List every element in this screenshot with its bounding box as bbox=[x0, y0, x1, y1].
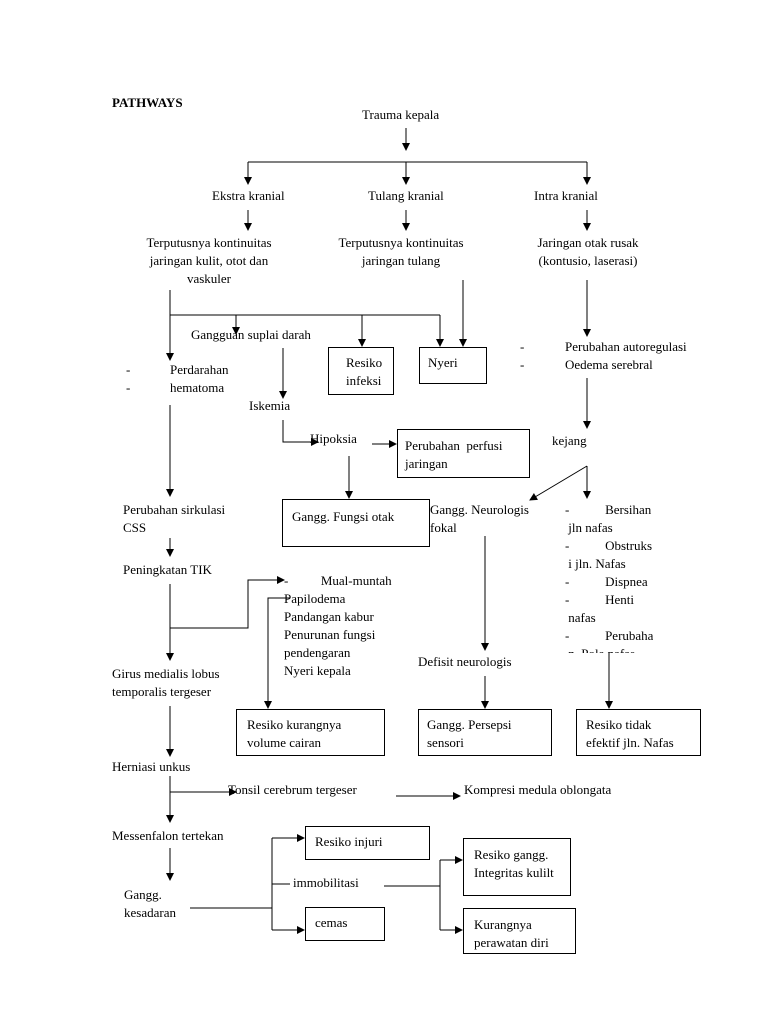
node-fungsi-otak: Gangg. Fungsi otak bbox=[292, 509, 395, 524]
node-integritas: Resiko gangg. Integritas kulilt bbox=[474, 847, 554, 880]
resiko-cairan-box bbox=[236, 709, 385, 756]
node-perdarahan: Perdarahan hematoma bbox=[170, 362, 229, 395]
node-kejang: kejang bbox=[552, 433, 587, 448]
node-resiko-infeksi: Resiko infeksi bbox=[346, 355, 383, 388]
node-kompresi: Kompresi medula oblongata bbox=[464, 782, 612, 797]
node-neurologis-fokal: Gangg. Neurologis fokal bbox=[430, 502, 529, 535]
node-perfusi: Perubahan perfusi jaringan bbox=[405, 438, 503, 471]
node-trauma: Trauma kepala bbox=[362, 107, 440, 122]
resiko-infeksi-box bbox=[328, 347, 394, 395]
node-jln-nafas: Resiko tidak efektif jln. Nafas bbox=[586, 717, 674, 750]
node-cemas: cemas bbox=[315, 915, 348, 930]
persepsi-box bbox=[418, 709, 552, 756]
node-persepsi: Gangg. Persepsi sensori bbox=[427, 717, 512, 750]
edge bbox=[169, 576, 285, 629]
node-immobilitasi: immobilitasi bbox=[293, 875, 359, 890]
cemas-box bbox=[305, 907, 385, 941]
node-tik-signs: - Mual-muntah Papilodema Pandangan kabur… bbox=[284, 573, 392, 678]
node-gangguan-suplai: Gangguan suplai darah bbox=[191, 327, 311, 342]
resiko-injuri-box bbox=[305, 826, 430, 860]
node-perawatan: Kurangnya perawatan diri bbox=[474, 917, 549, 950]
node-intra-desc: Jaringan otak rusak (kontusio, laserasi) bbox=[537, 235, 639, 268]
node-resiko-cairan: Resiko kurangnya volume cairan bbox=[247, 717, 342, 750]
node-girus: Girus medialis lobus temporalis tergeser bbox=[112, 666, 220, 699]
node-iskemia: Iskemia bbox=[249, 398, 291, 413]
node-kejang-list: - Bersihan jln nafas - Obstruks i jln. N… bbox=[565, 502, 654, 653]
edge bbox=[282, 420, 319, 446]
edge bbox=[264, 597, 290, 709]
perfusi-box bbox=[397, 429, 530, 478]
fungsi-otak-box bbox=[282, 499, 430, 547]
nyeri-box bbox=[419, 347, 487, 384]
diagram-title: PATHWAYS bbox=[112, 95, 183, 110]
edge bbox=[169, 776, 237, 796]
node-tulang: Tulang kranial bbox=[368, 188, 444, 203]
node-sirkulasi-css: Perubahan sirkulasi CSS bbox=[123, 502, 226, 535]
node-ekstra-desc: Terputusnya kontinuitas jaringan kulit, … bbox=[146, 235, 272, 286]
node-hipoksia: Hipoksia bbox=[310, 431, 357, 446]
node-resiko-injuri: Resiko injuri bbox=[315, 834, 383, 849]
node-tonsil: Tonsil cerebrum tergeser bbox=[228, 782, 357, 797]
node-ekstra: Ekstra kranial bbox=[212, 188, 285, 203]
node-kesadaran: Gangg. kesadaran bbox=[124, 887, 176, 920]
node-perubahan-auto-dash: - - bbox=[520, 339, 525, 372]
node-nyeri: Nyeri bbox=[428, 355, 458, 370]
node-perubahan-auto: Perubahan autoregulasi Oedema serebral bbox=[565, 339, 687, 372]
node-intra: Intra kranial bbox=[534, 188, 598, 203]
edge bbox=[529, 465, 588, 501]
node-messenfalon: Messenfalon tertekan bbox=[112, 828, 224, 843]
node-herniasi: Herniasi unkus bbox=[112, 759, 191, 774]
integritas-box bbox=[463, 838, 571, 896]
node-tulang-desc: Terputusnya kontinuitas jaringan tulang bbox=[338, 235, 464, 268]
jln-nafas-box bbox=[576, 709, 701, 756]
node-tik: Peningkatan TIK bbox=[123, 562, 212, 577]
node-defisit: Defisit neurologis bbox=[418, 654, 512, 669]
perawatan-box bbox=[463, 908, 576, 954]
node-perdarahan-dash: - - bbox=[126, 362, 131, 395]
